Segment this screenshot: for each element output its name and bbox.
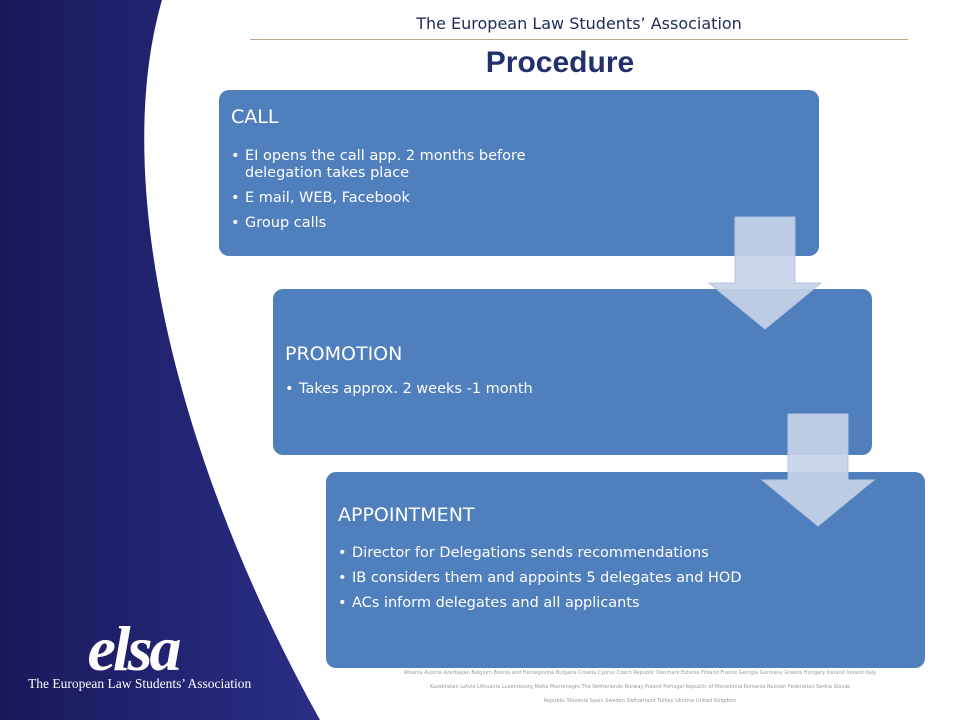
header-org-name: The European Law Students’ Association <box>416 14 742 33</box>
arrow-down-icon <box>707 216 823 330</box>
arrow-down-icon <box>760 413 876 527</box>
stage-call: CALL EI opens the call app. 2 months bef… <box>219 90 819 256</box>
stage-heading: CALL <box>231 106 279 128</box>
stage-bullet: ACs inform delegates and all applicants <box>338 595 758 612</box>
logo-wordmark: elsa <box>87 613 180 684</box>
stage-bullet: IB considers them and appoints 5 delegat… <box>338 570 758 587</box>
stage-bullet: EI opens the call app. 2 months before d… <box>231 148 571 182</box>
footer-countries-line: Albania Austria Azerbaijan Belgium Bosni… <box>403 670 877 676</box>
stage-heading: APPOINTMENT <box>338 504 475 526</box>
elsa-logo-icon: elsa <box>87 613 183 684</box>
stage-bullet: Group calls <box>231 215 571 232</box>
logo-caption: The European Law Students’ Association <box>28 676 252 691</box>
stage-bullet: Takes approx. 2 weeks -1 month <box>285 381 860 398</box>
page-title: Procedure <box>485 46 635 79</box>
stage-heading: PROMOTION <box>285 343 403 365</box>
footer-countries-line: Kazakhstan Latvia Lithuania Luxembourg M… <box>429 684 851 690</box>
stage-bullet: E mail, WEB, Facebook <box>231 190 571 207</box>
footer-countries-line: Republic Slovenia Spain Sweden Switzerla… <box>543 698 737 704</box>
stage-bullet-list: EI opens the call app. 2 months before d… <box>231 148 571 232</box>
stage-bullet-list: Takes approx. 2 weeks -1 month <box>285 381 860 398</box>
header-divider <box>250 39 908 40</box>
stage-bullet-list: Director for Delegations sends recommend… <box>338 545 758 612</box>
stage-bullet: Director for Delegations sends recommend… <box>338 545 758 562</box>
stage-appointment: APPOINTMENT Director for Delegations sen… <box>326 472 925 668</box>
